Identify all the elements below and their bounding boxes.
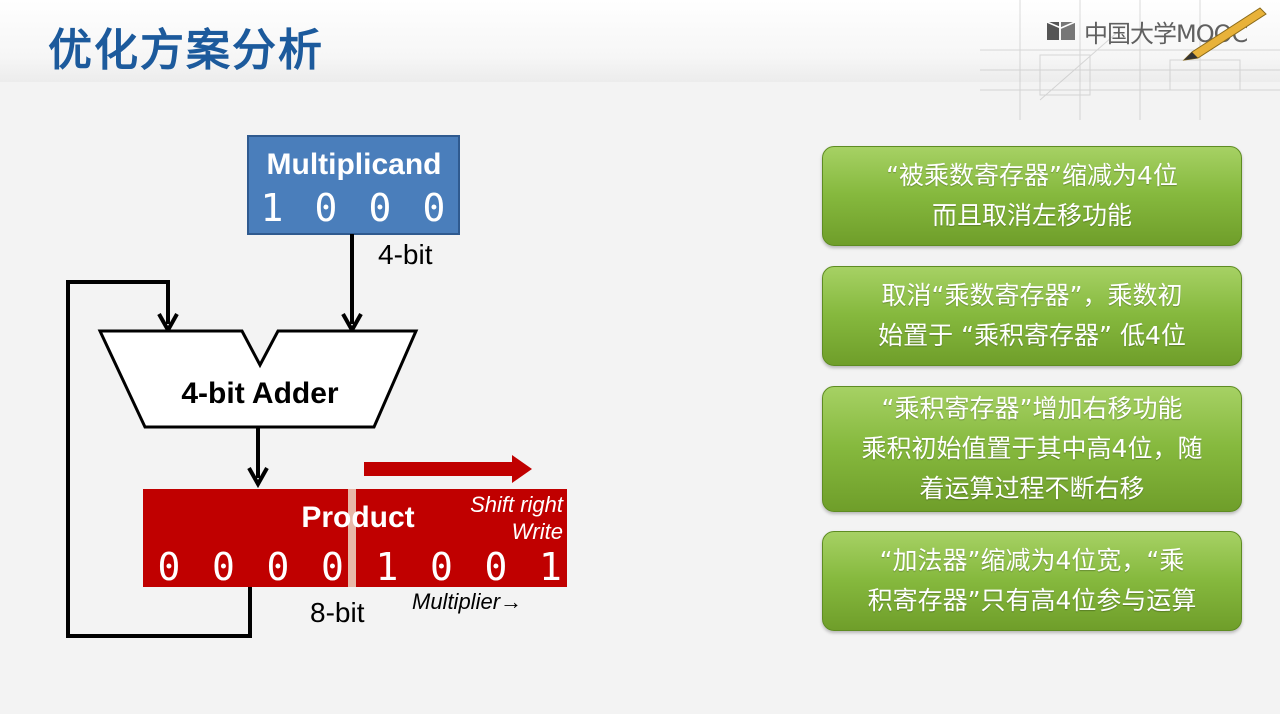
adder-arrowhead xyxy=(247,467,269,489)
shift-right-arrow xyxy=(364,455,532,483)
slide-header: 优化方案分析 中国大学MOOC xyxy=(0,0,1280,120)
product-bit-4: 1 xyxy=(376,545,399,589)
product-bit-5: 0 xyxy=(430,545,453,589)
pencil-icon xyxy=(1182,7,1267,61)
product-bit-1: 0 xyxy=(212,545,235,589)
write-control: Write xyxy=(512,519,563,544)
product-width-label: 8-bit xyxy=(310,597,365,628)
multiplicand-width-label: 4-bit xyxy=(378,239,433,270)
mooc-logo-icon xyxy=(1046,20,1076,40)
header-sketch-decoration xyxy=(980,0,1280,120)
product-bit-3: 0 xyxy=(321,545,344,589)
multiplicand-bit-0: 1 xyxy=(261,186,284,230)
note-1-line-1: “被乘数寄存器”缩减为4位 xyxy=(886,161,1178,190)
note-box-1: “被乘数寄存器”缩减为4位 而且取消左移功能 xyxy=(822,146,1242,246)
multiplicand-bit-1: 0 xyxy=(315,186,338,230)
product-label: Product xyxy=(301,501,414,534)
product-bit-6: 0 xyxy=(485,545,508,589)
note-2-line-2: 始置于 “乘积寄存器” 低4位 xyxy=(878,321,1186,350)
product-bit-7: 1 xyxy=(539,545,562,589)
note-3-line-3: 着运算过程不断右移 xyxy=(919,474,1145,503)
note-box-4: “加法器”缩减为4位宽，“乘 积寄存器”只有高4位参与运算 xyxy=(822,531,1242,631)
product-bit-0: 0 xyxy=(158,545,181,589)
multiplier-label: Multiplier→ xyxy=(412,589,522,614)
feedback-path xyxy=(66,280,252,638)
note-box-3: “乘积寄存器”增加右移功能 乘积初始值置于其中高4位，随 着运算过程不断右移 xyxy=(822,386,1242,512)
multiplicand-label: Multiplicand xyxy=(267,148,442,181)
product-half-divider xyxy=(348,489,356,587)
shift-right-control: Shift right xyxy=(470,492,564,517)
adder-label: 4-bit Adder xyxy=(181,377,339,410)
note-3-line-2: 乘积初始值置于其中高4位，随 xyxy=(861,434,1203,463)
note-3-line-1: “乘积寄存器”增加右移功能 xyxy=(881,394,1183,423)
multiplicand-bit-2: 0 xyxy=(369,186,392,230)
product-bit-2: 0 xyxy=(267,545,290,589)
note-2-line-1: 取消“乘数寄存器”，乘数初 xyxy=(881,281,1183,310)
adder xyxy=(97,329,419,429)
note-box-2: 取消“乘数寄存器”，乘数初 始置于 “乘积寄存器” 低4位 xyxy=(822,266,1242,366)
note-4-line-1: “加法器”缩减为4位宽，“乘 xyxy=(879,546,1185,575)
note-4-line-2: 积寄存器”只有高4位参与运算 xyxy=(867,586,1197,615)
multiplicand-bit-3: 0 xyxy=(423,186,446,230)
note-1-line-2: 而且取消左移功能 xyxy=(931,201,1132,230)
multiplicand-register xyxy=(247,135,460,235)
page-title: 优化方案分析 xyxy=(48,25,324,76)
